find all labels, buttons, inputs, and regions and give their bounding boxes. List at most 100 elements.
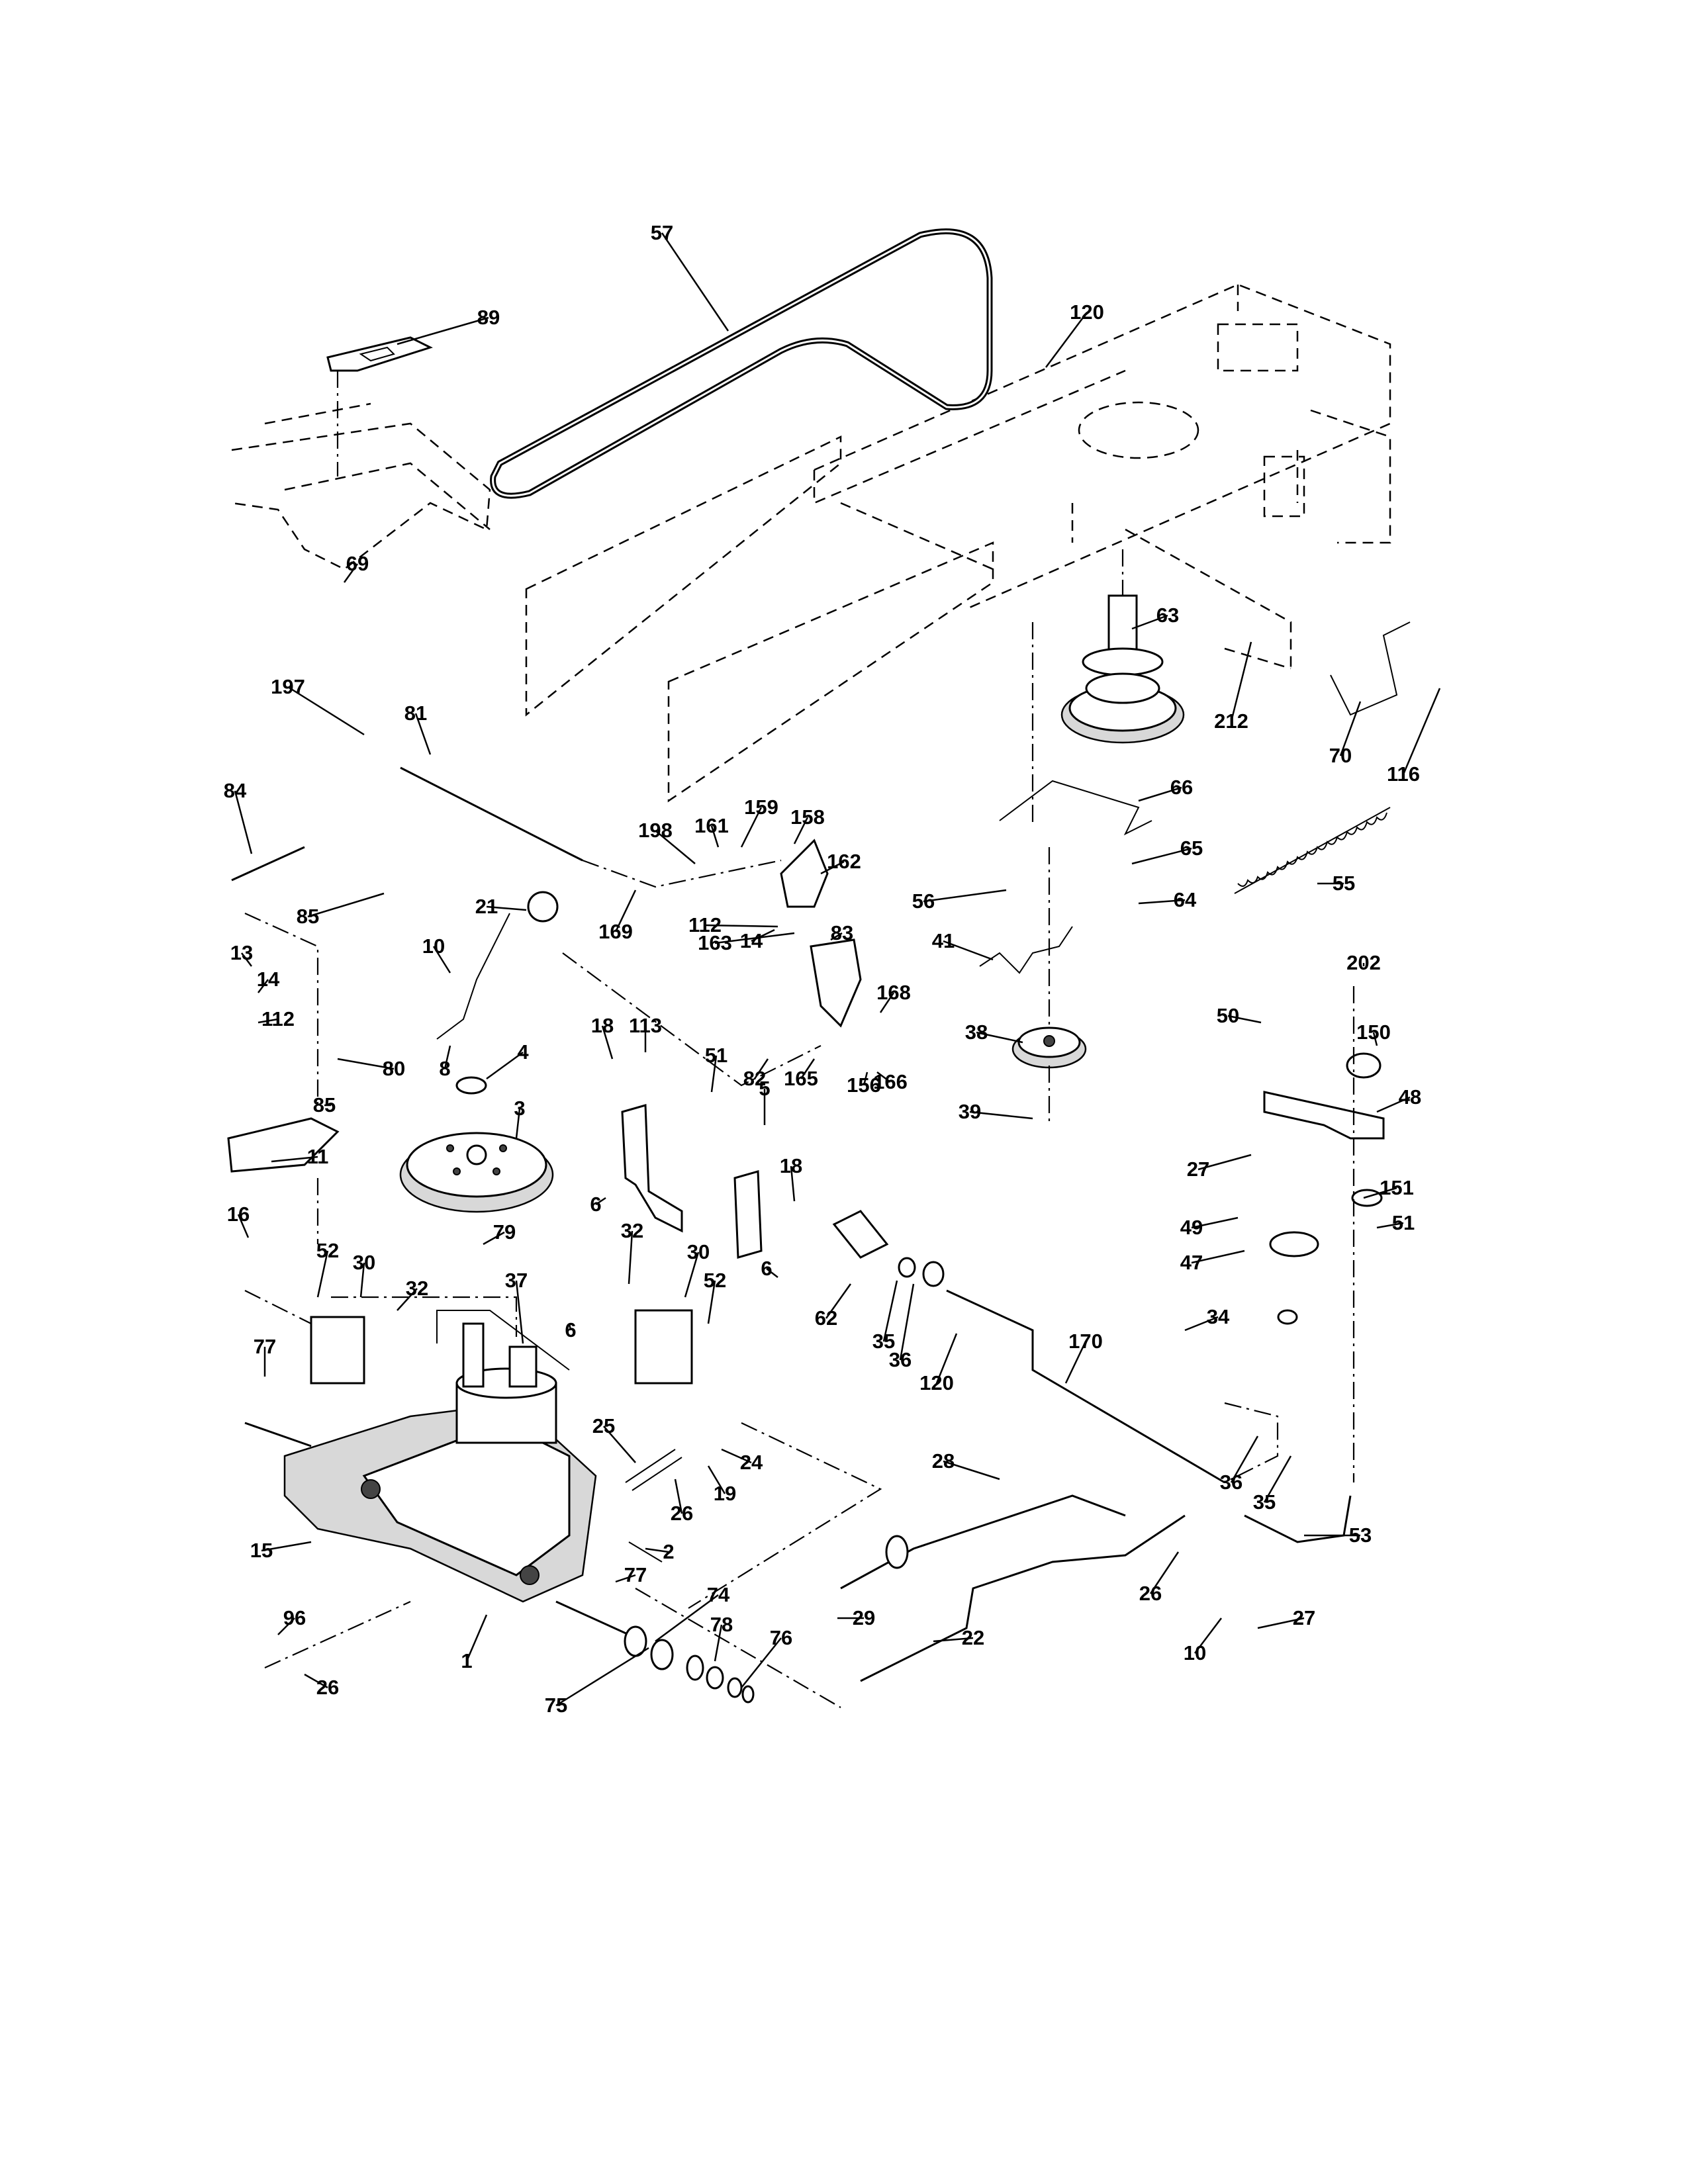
- callout-38: 38: [965, 1021, 988, 1044]
- callout-leader: [397, 316, 489, 345]
- callout-63: 63: [1156, 604, 1179, 627]
- callout-leader: [316, 1250, 329, 1298]
- callout-leader: [704, 924, 778, 928]
- callout-leader: [1131, 847, 1192, 865]
- callout-leader: [1372, 1032, 1378, 1046]
- callout-leader: [615, 1574, 636, 1583]
- callout-leader: [899, 1283, 915, 1361]
- callout-leader: [1263, 1455, 1292, 1503]
- callout-41: 41: [932, 929, 955, 952]
- callout-leader: [740, 807, 763, 848]
- callout-leader: [515, 1108, 521, 1139]
- callout-76: 76: [770, 1626, 792, 1649]
- callout-leader: [241, 952, 252, 967]
- callout-leader: [1184, 1316, 1219, 1332]
- callout-2: 2: [663, 1540, 674, 1563]
- callout-leader: [830, 932, 843, 941]
- callout-4: 4: [517, 1040, 529, 1064]
- callout-leader: [261, 1541, 312, 1552]
- callout-leader: [307, 892, 385, 918]
- callout-leader: [793, 817, 809, 844]
- callout-81: 81: [404, 702, 427, 725]
- callout-70: 70: [1329, 744, 1352, 767]
- callout-30: 30: [687, 1240, 710, 1263]
- callout-leader: [710, 1055, 718, 1093]
- callout-75: 75: [545, 1694, 567, 1717]
- callout-8: 8: [439, 1057, 450, 1080]
- callout-112: 112: [261, 1007, 295, 1030]
- callout-161: 161: [694, 814, 729, 837]
- callout-leader: [882, 1280, 898, 1342]
- callout-leader: [790, 1165, 796, 1202]
- callout-21: 21: [475, 895, 498, 918]
- pulley-3: [399, 1076, 554, 1213]
- callout-leader: [343, 563, 359, 583]
- callout-163: 163: [698, 931, 732, 954]
- callout-55: 55: [1333, 872, 1355, 895]
- callout-leader: [397, 1288, 418, 1311]
- callout-leader: [614, 889, 637, 933]
- callout-34: 34: [1207, 1305, 1230, 1328]
- chassis-frame: [231, 283, 1391, 803]
- callout-leader: [444, 1045, 451, 1069]
- callout-39: 39: [959, 1100, 981, 1123]
- callout-35: 35: [1253, 1490, 1276, 1514]
- callout-80: 80: [383, 1057, 405, 1080]
- callout-79: 79: [493, 1220, 516, 1244]
- callout-37: 37: [505, 1269, 528, 1292]
- callout-6: 6: [565, 1318, 576, 1342]
- callout-26: 26: [1139, 1582, 1162, 1605]
- callout-leader: [1227, 1015, 1262, 1024]
- callout-leader: [976, 1031, 1023, 1044]
- pulley-38: [1011, 847, 1087, 1125]
- callout-leader: [753, 1058, 769, 1079]
- callout-84: 84: [224, 779, 247, 802]
- callout-27: 27: [1293, 1606, 1315, 1629]
- callout-14: 14: [740, 929, 763, 952]
- callout-166: 166: [873, 1070, 908, 1093]
- callout-13: 13: [230, 941, 253, 964]
- callout-36: 36: [889, 1348, 912, 1371]
- callout-leader: [595, 1197, 606, 1206]
- callout-leader: [655, 1594, 719, 1643]
- callout-leader: [555, 1647, 649, 1707]
- callout-leader: [465, 1614, 488, 1662]
- callout-leader: [863, 1071, 868, 1086]
- callout-56: 56: [912, 889, 935, 913]
- callout-leader: [943, 940, 994, 961]
- callout-leader: [1131, 614, 1168, 630]
- callout-leader: [1138, 786, 1182, 802]
- callout-leader: [1230, 1435, 1259, 1483]
- callout-leader: [1064, 1341, 1087, 1384]
- callout-16: 16: [227, 1203, 250, 1226]
- callout-leader: [304, 1673, 328, 1689]
- callout-212: 212: [1214, 709, 1248, 733]
- callout-10: 10: [422, 934, 445, 958]
- callout-112: 112: [688, 913, 722, 936]
- callout-116: 116: [1387, 762, 1420, 786]
- callout-77: 77: [624, 1563, 647, 1586]
- callout-165: 165: [784, 1067, 818, 1090]
- callout-leader: [1191, 1250, 1245, 1264]
- callout-leader: [601, 1025, 614, 1060]
- callout-leader: [1376, 1096, 1411, 1113]
- callout-159: 159: [744, 796, 778, 819]
- spring-55: [1234, 807, 1391, 894]
- callout-leader: [943, 1460, 1000, 1480]
- callout-156: 156: [847, 1073, 881, 1097]
- callout-158: 158: [790, 805, 825, 829]
- callout-leader: [277, 1617, 295, 1635]
- callout-leader: [1230, 641, 1252, 722]
- callout-85: 85: [297, 905, 319, 928]
- callout-leader: [1363, 1187, 1397, 1199]
- callout-51: 51: [705, 1044, 727, 1067]
- callout-leader: [237, 1214, 250, 1238]
- callout-35: 35: [872, 1330, 895, 1353]
- callout-leader: [707, 1465, 726, 1494]
- drive-belt: [490, 228, 993, 499]
- callout-leader: [820, 860, 845, 875]
- rods: [840, 1289, 1352, 1682]
- callout-113: 113: [629, 1014, 662, 1037]
- callout-120: 120: [919, 1371, 954, 1394]
